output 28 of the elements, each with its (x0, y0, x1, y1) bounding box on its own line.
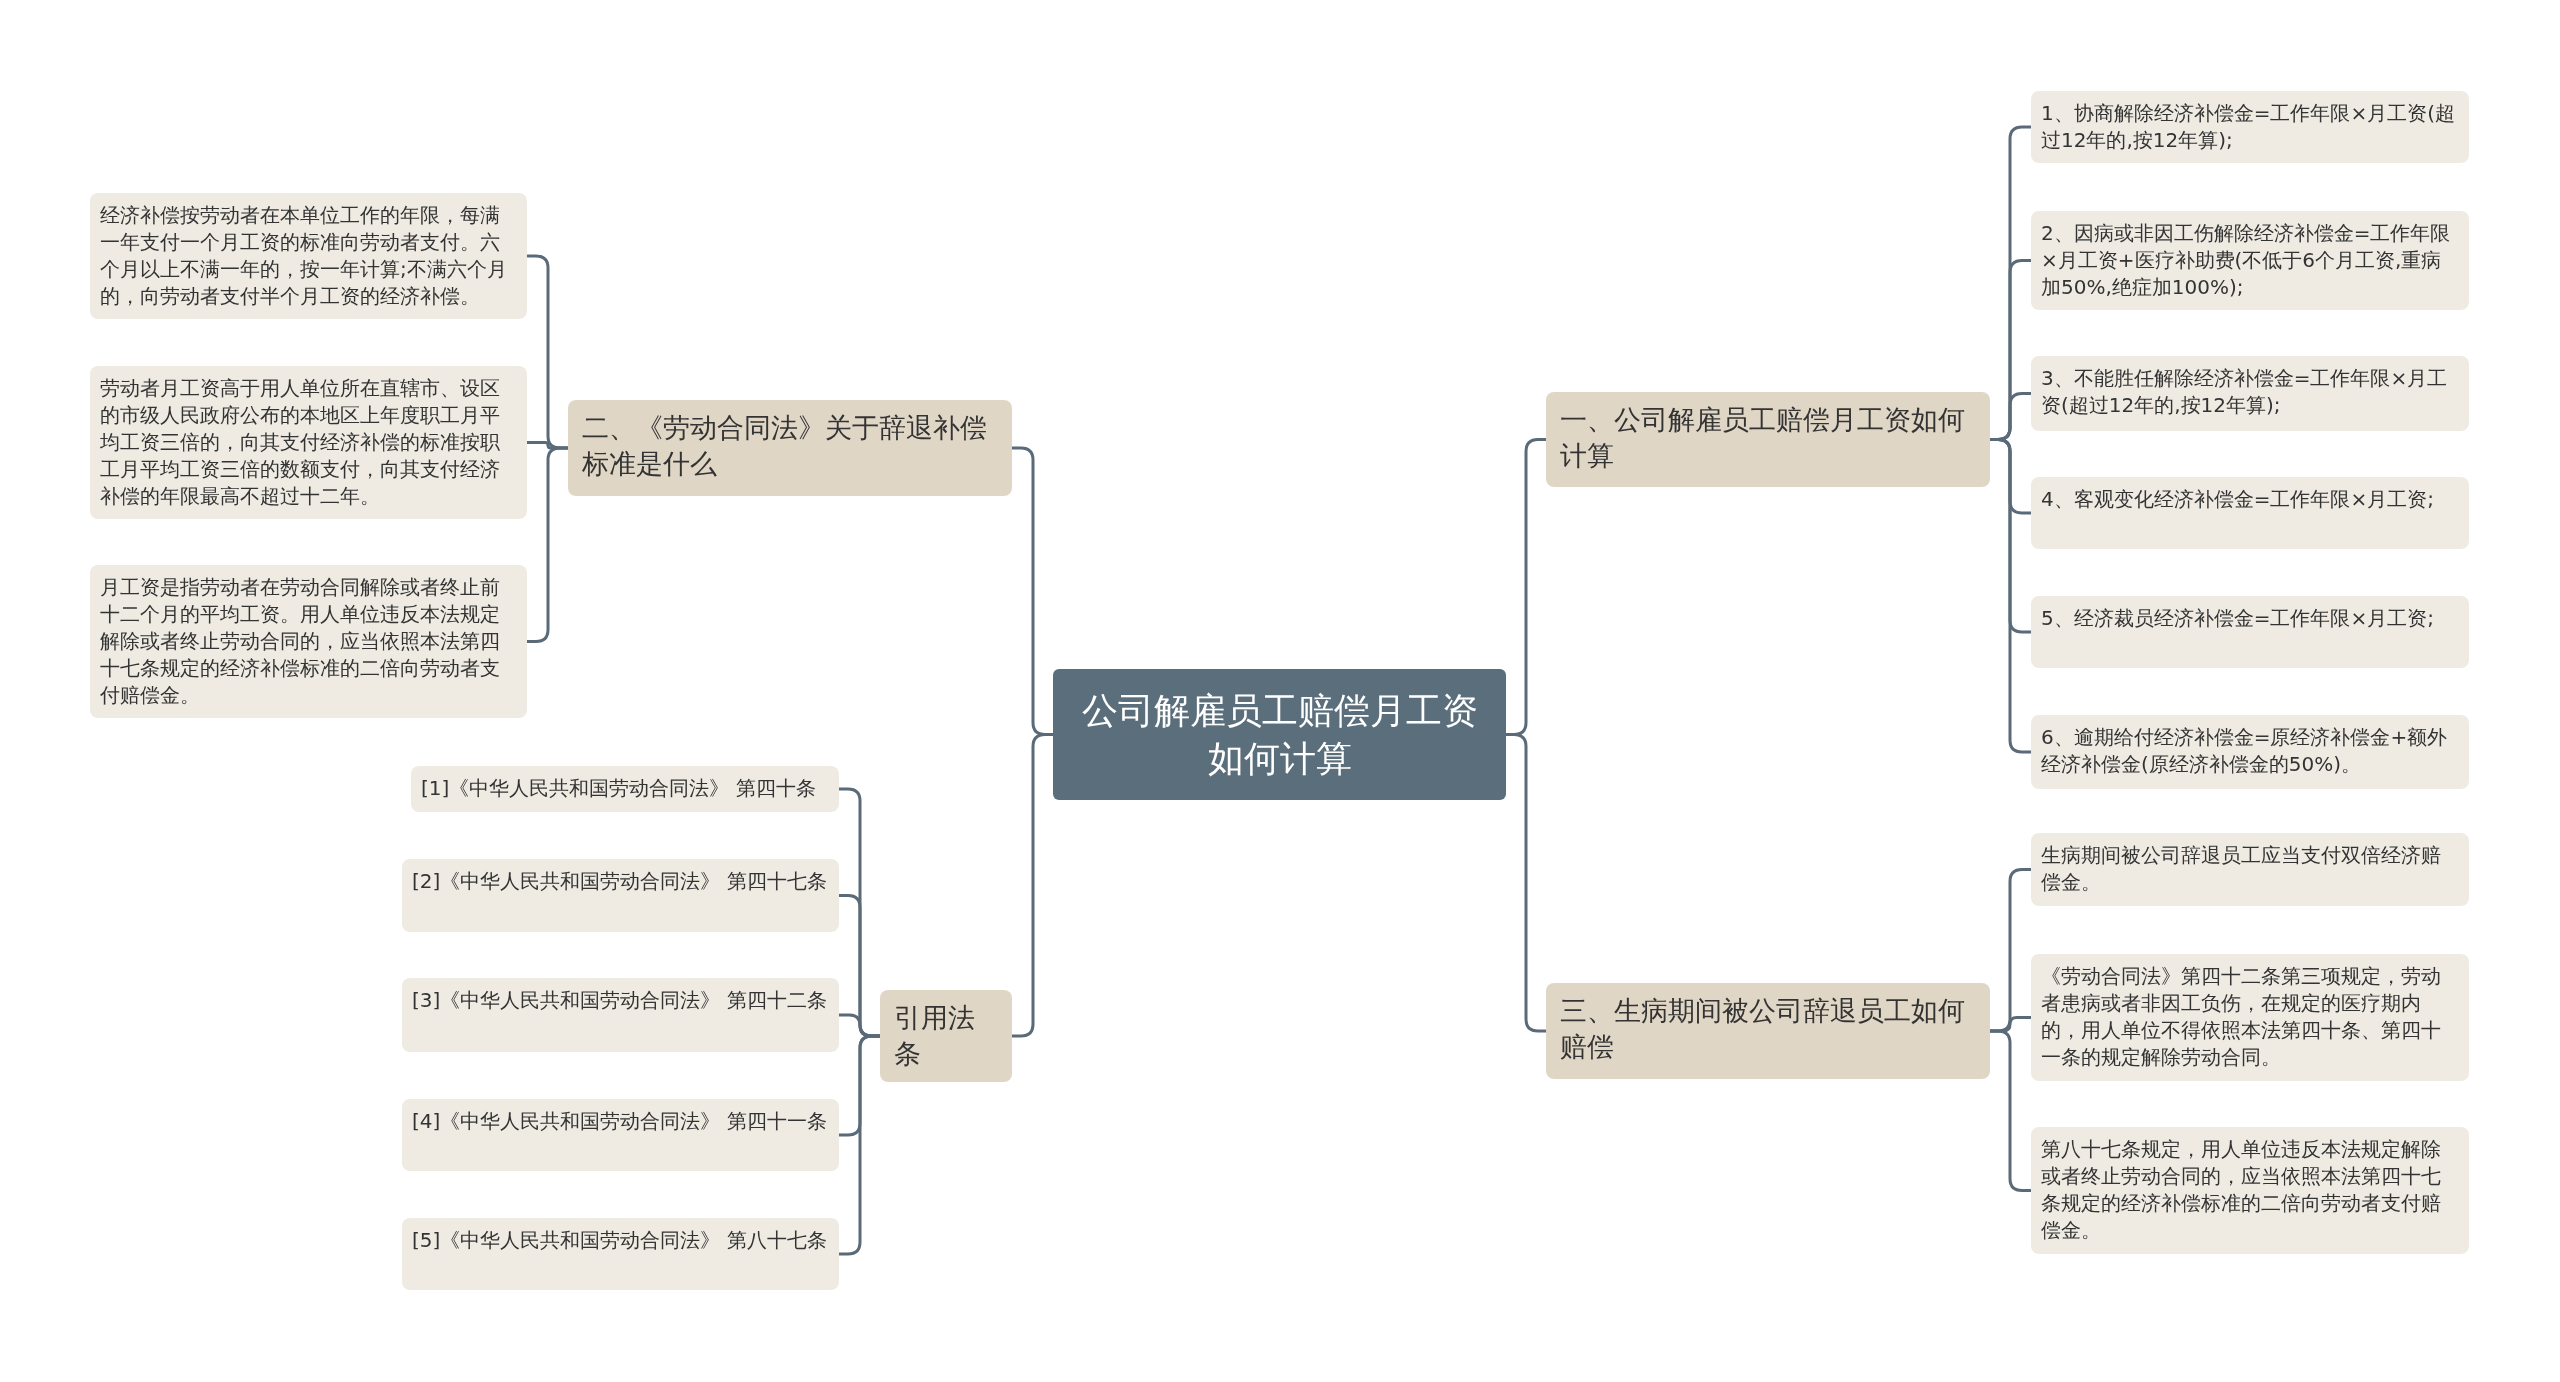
connector-line (1506, 733, 1546, 1033)
central-topic-box: 公司解雇员工赔偿月工资如何计算 (1053, 669, 1506, 800)
subtopic-box: [5]《中华人民共和国劳动合同法》 第八十七条 (402, 1218, 839, 1290)
subtopic-box: [4]《中华人民共和国劳动合同法》 第四十一条 (402, 1099, 839, 1171)
subtopic-box: 3、不能胜任解除经济补偿金=工作年限×月工资(超过12年的,按12年算); (2031, 356, 2469, 431)
subtopic-box: 月工资是指劳动者在劳动合同解除或者终止前十二个月的平均工资。用人单位违反本法规定解除或者终止劳动合同的，应当依照本法第四十七条规定的经济补偿标准的二倍向劳动者支付赔偿金。 (90, 565, 527, 718)
topic-box: 引用法条 (880, 990, 1012, 1082)
connector-line (1990, 1029, 2031, 1192)
connector-line (1990, 438, 2031, 754)
subtopic-box: 第八十七条规定，用人单位违反本法规定解除或者终止劳动合同的，应当依照本法第四十七条规定的经济补偿标准的二倍向劳动者支付赔偿金。 (2031, 1127, 2469, 1254)
subtopic-box: 1、协商解除经济补偿金=工作年限×月工资(超过12年的,按12年算); (2031, 91, 2469, 163)
subtopic-box: [1]《中华人民共和国劳动合同法》 第四十条 (411, 766, 839, 812)
subtopic-box: 生病期间被公司辞退员工应当支付双倍经济赔偿金。 (2031, 833, 2469, 906)
connector-line (839, 1034, 880, 1256)
topic-box: 三、生病期间被公司辞退员工如何赔偿 (1546, 983, 1990, 1079)
connector-line (527, 446, 568, 643)
topic-box: 二、《劳动合同法》关于辞退补偿标准是什么 (568, 400, 1012, 496)
subtopic-box: 5、经济裁员经济补偿金=工作年限×月工资; (2031, 596, 2469, 668)
topic-box: 一、公司解雇员工赔偿月工资如何计算 (1546, 392, 1990, 487)
subtopic-box: 6、逾期给付经济补偿金=原经济补偿金+额外经济补偿金(原经济补偿金的50%)。 (2031, 715, 2469, 789)
subtopic-box: [2]《中华人民共和国劳动合同法》 第四十七条 (402, 859, 839, 932)
subtopic-box: 4、客观变化经济补偿金=工作年限×月工资; (2031, 477, 2469, 549)
subtopic-box: 《劳动合同法》第四十二条第三项规定，劳动者患病或者非因工负伤，在规定的医疗期内的，用人单位不得依照本法第四十条、第四十一条的规定解除劳动合同。 (2031, 954, 2469, 1081)
subtopic-box: 2、因病或非因工伤解除经济补偿金=工作年限×月工资+医疗补助费(不低于6个月工资,重病加50%,绝症加100%); (2031, 211, 2469, 310)
subtopic-box: [3]《中华人民共和国劳动合同法》 第四十二条 (402, 978, 839, 1052)
subtopic-box: 劳动者月工资高于用人单位所在直辖市、设区的市级人民政府公布的本地区上年度职工月平均工资三倍的，向其支付经济补偿的标准按职工月平均工资三倍的数额支付，向其支付经济补偿的年限最高不超过十二年。 (90, 366, 527, 519)
connector-line (1012, 733, 1053, 1038)
subtopic-box: 经济补偿按劳动者在本单位工作的年限，每满一年支付一个月工资的标准向劳动者支付。六个月以上不满一年的，按一年计算;不满六个月的，向劳动者支付半个月工资的经济补偿。 (90, 193, 527, 319)
